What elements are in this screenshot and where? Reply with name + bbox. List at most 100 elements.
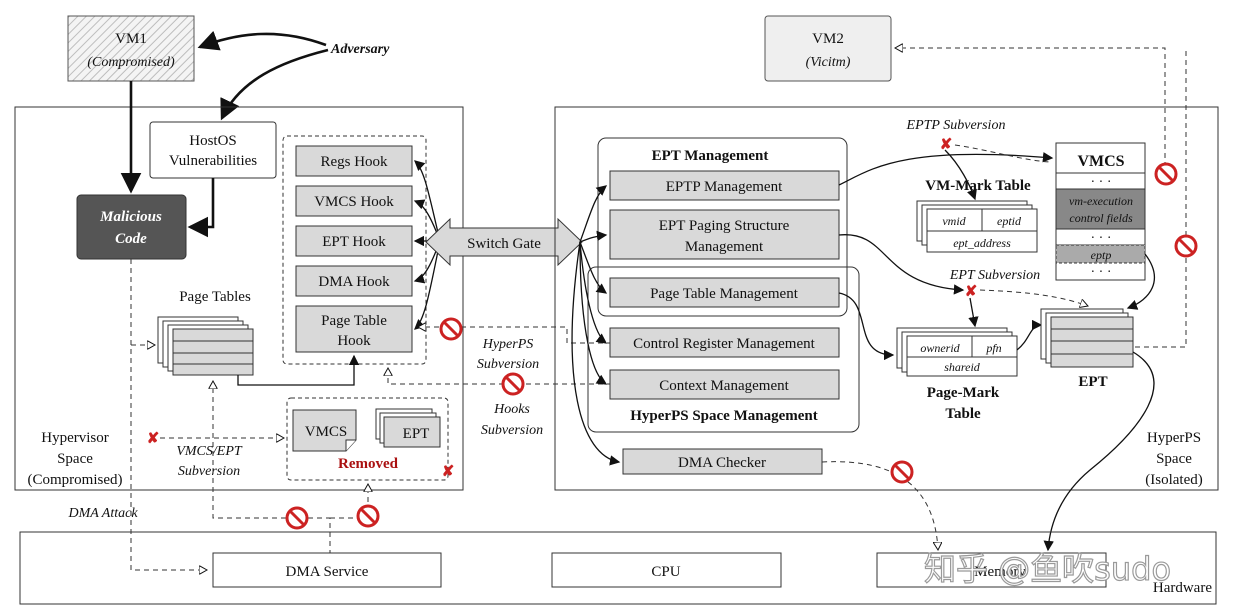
memory-label: Memory: [974, 564, 1026, 580]
forbid-ept-vm2-icon: [1174, 234, 1198, 258]
regs-hook: Regs Hook: [295, 145, 413, 177]
adversary-label: Adversary: [330, 42, 390, 57]
hooks-subversion-line2: Subversion: [481, 423, 543, 438]
vmcs-dots-2: · · ·: [1091, 231, 1112, 246]
ept-subversion-label: EPT Subversion: [949, 268, 1040, 283]
hostos-line1: HostOS: [189, 133, 237, 149]
page-table-hook: Page Table Hook: [295, 305, 413, 353]
vmcs-ept-x-mark: ✘: [147, 431, 160, 447]
eptp-x-mark: ✘: [940, 137, 953, 153]
context-management: Context Management: [609, 369, 840, 400]
ept-management-title: EPT Management: [652, 148, 769, 164]
page-tables-stack: [157, 316, 254, 376]
ept-x-mark: ✘: [965, 284, 978, 300]
ept-label: EPT: [1078, 374, 1107, 390]
hyperps-space-line2: Space: [1156, 451, 1192, 467]
switch-gate-connectors: [571, 185, 621, 466]
vm-mark-eptid: eptid: [997, 214, 1022, 228]
vmcs-ept-subversion-line2: Subversion: [178, 464, 240, 479]
page-mark-table: ownerid pfn shareid: [896, 327, 1018, 377]
vm1-title: VM1: [115, 31, 147, 47]
vmcs-exec-line2: control fields: [1069, 211, 1133, 225]
hooks-subversion-line1: Hooks: [493, 402, 530, 417]
regs-hook-label: Regs Hook: [320, 154, 388, 170]
ept-hook-label: EPT Hook: [322, 234, 386, 250]
page-table-management-label: Page Table Management: [650, 286, 799, 302]
cpu: CPU: [551, 552, 782, 588]
vmcs-dots-1: · · ·: [1091, 175, 1112, 190]
forbid-hyperps-icon: [439, 317, 463, 341]
hyperps-subversion-line1: HyperPS: [482, 337, 534, 352]
ept-paging-management: EPT Paging Structure Management: [609, 209, 840, 260]
paging-to-ept-sub-arrow: [838, 234, 965, 295]
ept-management-group: [597, 137, 848, 317]
switch-gate-label: Switch Gate: [467, 236, 541, 252]
vmcs-to-ept-arrow: [1126, 253, 1155, 310]
ept-subversion-dash: [979, 289, 1088, 306]
hyperps-space-mgmt-title: HyperPS Space Management: [630, 408, 817, 424]
removed-label: Removed: [338, 456, 399, 472]
hypervisor-space-box: [14, 106, 464, 491]
ept-stack: [1040, 308, 1134, 368]
vmcs-exec-line1: vm-execution: [1069, 194, 1133, 208]
removed-ept-label: EPT: [403, 426, 430, 442]
page-mark-ownerid: ownerid: [920, 341, 960, 355]
control-register-management-label: Control Register Management: [633, 336, 815, 352]
hyperps-space-line1: HyperPS: [1147, 430, 1201, 446]
switch-gate: Switch Gate: [425, 217, 583, 267]
memory: Memory: [876, 552, 1107, 588]
vm2-box: VM2 (Vicitm): [764, 15, 892, 82]
hypervisor-space-line1: Hypervisor: [41, 430, 109, 446]
hyperps-space-mgmt-group: [587, 266, 860, 433]
ept-paging-line2: Management: [685, 239, 764, 255]
eptp-to-vmmark-arrow: [944, 149, 977, 201]
hostos-to-malicious-arrow: [187, 178, 215, 238]
removed-ept: EPT: [375, 408, 441, 448]
dma-hook: DMA Hook: [295, 265, 413, 297]
vmcs-hook-label: VMCS Hook: [314, 194, 394, 210]
adversary-to-hostos-arrow: [220, 48, 329, 121]
forbid-dma-memory-icon: [890, 460, 914, 484]
page-mark-title-line2: Table: [945, 406, 981, 422]
hyperps-space-box: [554, 106, 1219, 491]
dmachecker-to-memory-dash: [821, 461, 938, 550]
page-table-hook-line1: Page Table: [321, 313, 387, 329]
removed-group: [286, 397, 449, 481]
page-table-hook-line2: Hook: [337, 333, 371, 349]
ept-sub-to-pagemark-arrow: [968, 297, 979, 328]
malicious-code-box: Malicious Code: [76, 194, 187, 260]
vm-mark-table: vmid eptid ept_address: [916, 200, 1038, 253]
malicious-line2: Code: [115, 231, 147, 247]
hyperps-space-line3: (Isolated): [1145, 472, 1202, 488]
dma-to-pagetables-dash: [213, 381, 331, 555]
vmcs-title: VMCS: [1077, 153, 1124, 170]
eptp-management: EPTP Management: [609, 170, 840, 201]
hardware-box: [19, 531, 1217, 605]
removed-vmcs: VMCS: [292, 409, 357, 452]
hostos-box: HostOS Vulnerabilities: [149, 121, 277, 179]
hyperps-subversion-dash: [418, 327, 612, 344]
vmcs-to-vm2-dash: [895, 48, 1166, 185]
eptp-subversion-dash: [954, 144, 1051, 163]
dma-service-label: DMA Service: [286, 564, 369, 580]
malicious-line1: Malicious: [99, 209, 162, 225]
eptp-subversion-label: EPTP Subversion: [906, 118, 1006, 133]
ept-to-memory-arrow: [1043, 351, 1155, 552]
removed-x-mark: ✘: [442, 464, 455, 480]
hypervisor-space-line3: (Compromised): [28, 472, 123, 488]
ept-hook: EPT Hook: [295, 225, 413, 257]
hyperps-subversion-line2: Subversion: [477, 357, 539, 372]
vm1-box: VM1 (Compromised): [67, 15, 195, 82]
page-mark-pfn: pfn: [985, 341, 1001, 355]
dma-hook-label: DMA Hook: [318, 274, 390, 290]
hardware-label: Hardware: [1153, 580, 1212, 596]
dma-checker: DMA Checker: [622, 448, 823, 475]
hooks-subversion-dash: [388, 368, 612, 385]
hostos-line2: Vulnerabilities: [169, 153, 257, 169]
hypervisor-space-line2: Space: [57, 451, 93, 467]
vm2-title: VM2: [812, 31, 844, 47]
dma-attack-label: DMA Attack: [67, 506, 138, 521]
vmcs-hook: VMCS Hook: [295, 185, 413, 217]
watermark: 知乎 @鱼吹sudo: [924, 550, 1171, 588]
